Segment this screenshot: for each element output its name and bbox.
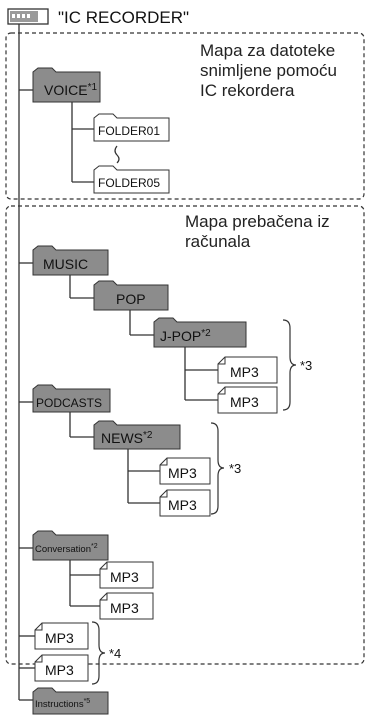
svg-text:VOICE*1: VOICE*1 xyxy=(44,82,97,98)
computer-section-caption: Mapa prebačena iz računala xyxy=(185,212,330,252)
folder-music: MUSIC xyxy=(32,245,109,276)
tree-lines xyxy=(18,24,218,701)
folder-podcasts-label: PODCASTS xyxy=(36,396,102,410)
folder-podcasts: PODCASTS xyxy=(32,384,111,413)
folder-jpop: J-POP*2 xyxy=(153,317,247,348)
brace-news-note: *3 xyxy=(229,461,241,476)
recorder-section-box xyxy=(5,32,365,200)
folder-conversation-label: Conversation xyxy=(35,544,91,555)
file-jpop-mp3-1: MP3 xyxy=(217,356,278,384)
recorder-section-caption: Mapa za datoteke snimljene pomoću IC rek… xyxy=(200,41,337,101)
folder-news-note: *2 xyxy=(143,430,153,441)
file-root-mp3-1-label: MP3 xyxy=(45,630,74,646)
folder-instructions: Instructions*5 xyxy=(32,687,109,715)
folder-conversation: Conversation*2 xyxy=(32,530,109,561)
folder-conversation-note: *2 xyxy=(91,543,98,550)
svg-text:Conversation*2: Conversation*2 xyxy=(35,543,98,555)
folder-folder05: FOLDER05 xyxy=(93,165,170,194)
computer-caption-line-2: računala xyxy=(185,232,251,251)
folder-music-label: MUSIC xyxy=(43,256,88,272)
brace-news xyxy=(210,422,225,515)
folder-voice: VOICE*1 xyxy=(32,67,101,103)
folder-folder01: FOLDER01 xyxy=(93,113,170,142)
folder-folder01-label: FOLDER01 xyxy=(98,124,160,138)
file-root-mp3-2: MP3 xyxy=(34,654,89,682)
recorder-caption-line-1: Mapa za datoteke xyxy=(200,41,336,60)
folder-news: NEWS*2 xyxy=(93,420,181,450)
range-tilde xyxy=(114,145,120,164)
svg-text:NEWS*2: NEWS*2 xyxy=(101,430,153,446)
brace-jpop-note: *3 xyxy=(300,358,312,373)
folder-pop: POP xyxy=(93,280,169,311)
folder-voice-note: *1 xyxy=(88,82,98,93)
file-jpop-mp3-2-label: MP3 xyxy=(230,394,259,410)
file-news-mp3-2: MP3 xyxy=(159,489,211,517)
folder-folder05-label: FOLDER05 xyxy=(98,176,160,190)
folder-instructions-label: Instructions xyxy=(35,699,84,710)
usb-drive-icon xyxy=(7,8,49,25)
brace-root-files-note: *4 xyxy=(109,646,121,661)
folder-jpop-note: *2 xyxy=(201,328,211,339)
file-conversation-mp3-1: MP3 xyxy=(99,561,154,589)
brace-root-files xyxy=(91,621,106,685)
svg-text:Instructions*5: Instructions*5 xyxy=(35,698,90,710)
file-news-mp3-1: MP3 xyxy=(159,457,211,485)
computer-caption-line-1: Mapa prebačena iz xyxy=(185,212,330,231)
folder-instructions-note: *5 xyxy=(84,698,91,705)
recorder-caption-line-3: IC rekordera xyxy=(200,81,295,100)
file-conversation-mp3-2-label: MP3 xyxy=(110,600,139,616)
file-root-mp3-2-label: MP3 xyxy=(45,662,74,678)
file-conversation-mp3-2: MP3 xyxy=(99,592,154,620)
folder-jpop-label: J-POP xyxy=(160,328,201,344)
svg-text:J-POP*2: J-POP*2 xyxy=(160,328,211,344)
recorder-caption-line-2: snimljene pomoću xyxy=(200,61,338,80)
file-jpop-mp3-2: MP3 xyxy=(217,386,278,414)
folder-voice-label: VOICE xyxy=(44,82,88,98)
folder-pop-label: POP xyxy=(116,291,146,307)
file-jpop-mp3-1-label: MP3 xyxy=(230,364,259,380)
file-news-mp3-1-label: MP3 xyxy=(168,465,197,481)
file-root-mp3-1: MP3 xyxy=(34,622,89,650)
file-news-mp3-2-label: MP3 xyxy=(168,497,197,513)
brace-jpop xyxy=(282,319,297,411)
folder-news-label: NEWS xyxy=(101,430,143,446)
header-title: "IC RECORDER" xyxy=(58,8,189,27)
file-conversation-mp3-1-label: MP3 xyxy=(110,569,139,585)
